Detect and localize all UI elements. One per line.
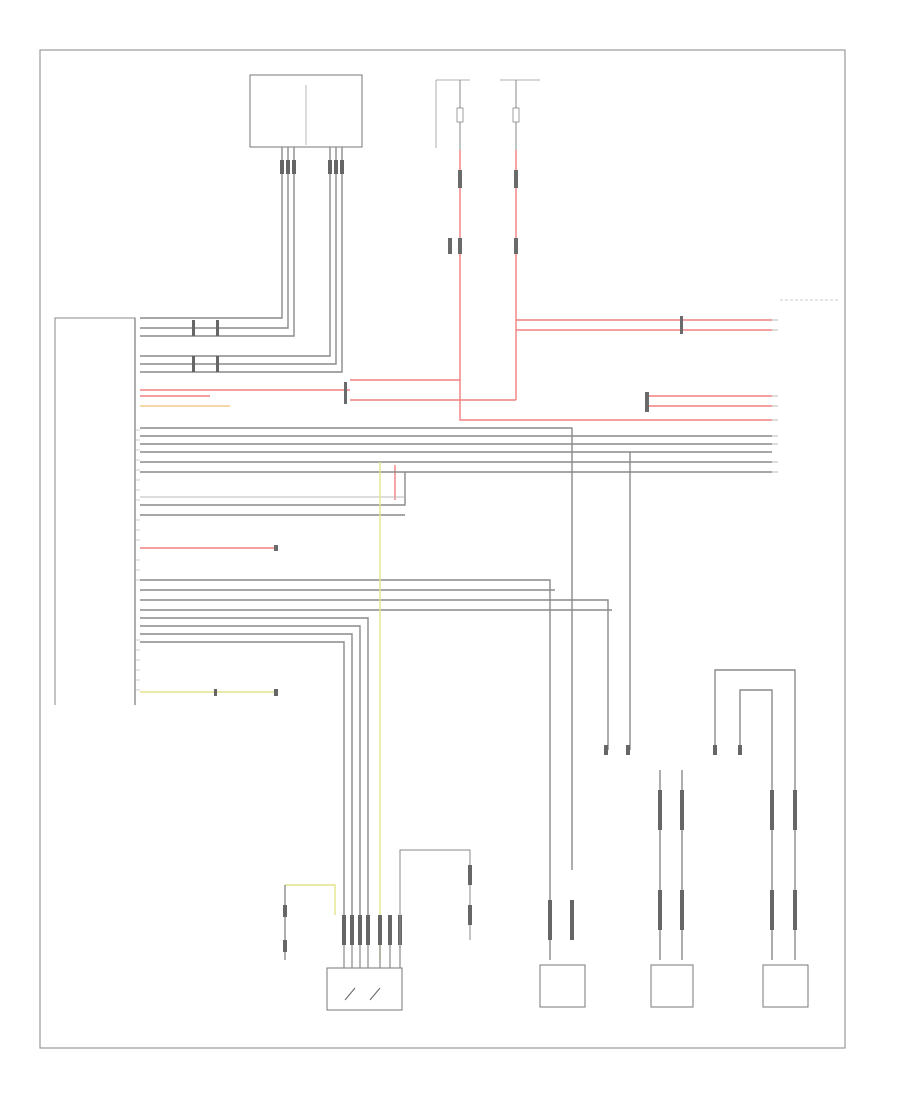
mic-amplifier [650,964,694,1008]
right-edge-terminals [772,319,778,473]
info-module-wiring [399,849,472,960]
right-column-connectors [548,745,797,940]
power-wires [140,150,772,549]
diagram-frame [39,49,846,1049]
fuse-1 [456,107,464,123]
roof-unit-wire-connectors [192,160,344,372]
emergency-button-wires [343,945,401,968]
mic-amplifier-box [650,964,694,1008]
signal-wire-connectors [214,689,278,696]
emergency-button-connectors [342,915,402,945]
right-module-box [762,964,809,1008]
emergency-call-unit-outline [54,317,136,705]
speaker [539,964,586,1008]
signal-wires [140,462,381,960]
power-wire-connectors [274,170,683,551]
bus-wires [140,427,772,960]
emergency-call-unit [54,317,140,705]
emergency-button [326,967,403,1011]
fuse-2 [512,107,520,123]
roof-unit [249,74,363,148]
fuse-block [435,79,540,150]
emergency-button-box [326,967,403,1011]
speaker-box [539,964,586,1008]
ground-pigtail [283,885,287,960]
roof-unit-wires [140,147,343,373]
right-module [762,964,809,1008]
